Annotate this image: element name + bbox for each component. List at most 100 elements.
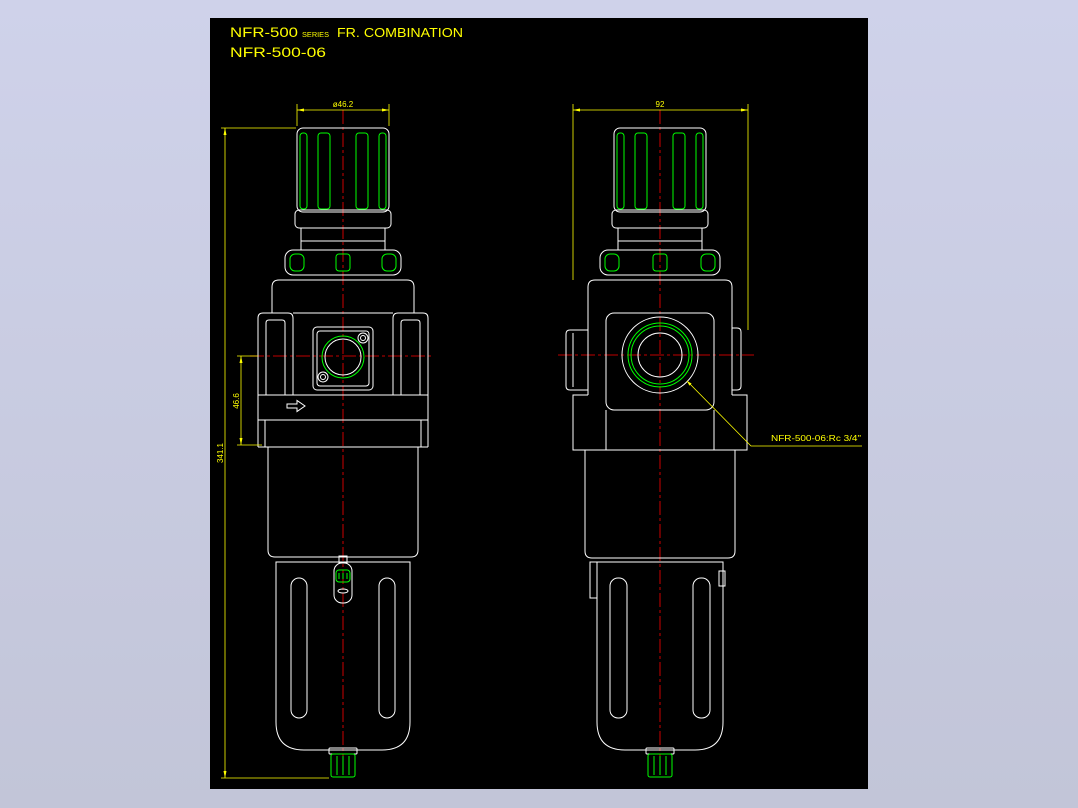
- bowl-guard: [267, 447, 419, 558]
- dimension-line: [572, 104, 749, 330]
- dimension-arrow: [239, 356, 243, 363]
- knob-ridge: [378, 132, 387, 210]
- left-bracket: [257, 312, 294, 395]
- nut-flat: [289, 253, 305, 272]
- gauge-face: [321, 335, 365, 379]
- bowl-lug: [718, 570, 726, 587]
- dimension-knob-diameter: ø46.2: [296, 100, 390, 126]
- front-auto-drain: [328, 747, 358, 778]
- port-thread-label: NFR-500-06:Rc 3/4": [771, 434, 861, 443]
- body-lower: [572, 394, 748, 451]
- flow-direction-arrow: [286, 399, 306, 413]
- port-thread-callout: NFR-500-06:Rc 3/4": [686, 380, 862, 447]
- gauge-housing: [312, 326, 374, 391]
- overall-height-value: 341.1: [216, 442, 225, 463]
- nut-flat: [604, 253, 620, 272]
- leader-line: [686, 380, 862, 447]
- leader-arrow: [687, 381, 692, 386]
- body-band: [257, 394, 429, 447]
- bowl-lug: [589, 561, 598, 599]
- body-width-value: 92: [656, 100, 665, 109]
- bowl-lock-mark: [337, 588, 349, 594]
- dimensions: ø46.2 92 341.1 46.6 NFR-500-06:Rc 3/4": [216, 100, 862, 779]
- filter-bowl: [275, 561, 411, 751]
- pressure-gauge: [312, 326, 374, 391]
- body-lower: [258, 420, 428, 448]
- knob-body: [613, 127, 707, 213]
- front-body: [257, 279, 429, 448]
- front-bonnet-nut: [284, 249, 402, 276]
- nut-flat: [700, 253, 716, 272]
- knob-ridge: [695, 132, 704, 210]
- bowl-window: [609, 577, 628, 719]
- knob-ridge: [355, 132, 369, 210]
- bowl-lock: [333, 562, 353, 604]
- knob-ridge: [317, 132, 331, 210]
- dimension-arrow: [223, 771, 227, 778]
- nut-outline: [599, 249, 721, 276]
- nut-flat: [652, 253, 668, 272]
- dimension-line: [296, 104, 390, 126]
- knob-ridge: [634, 132, 648, 210]
- port-thread-outer: [627, 322, 693, 388]
- gauge-screw: [317, 371, 329, 383]
- port-bore: [637, 332, 683, 378]
- dimension-arrow: [223, 128, 227, 135]
- drawing-canvas[interactable]: NFR-500 SERIES FR. COMBINATION NFR-500-0…: [210, 18, 868, 789]
- port-block: [605, 312, 715, 411]
- side-body: [565, 279, 748, 451]
- part-number-label: NFR-500-06: [230, 44, 326, 60]
- outlet-port-boss: [732, 327, 742, 391]
- dimension-port-height: 46.6: [232, 355, 262, 446]
- side-bowl-assembly: [584, 450, 736, 751]
- body-upper: [587, 279, 733, 395]
- knob-ridge: [616, 132, 625, 210]
- inlet-port-boss: [565, 329, 588, 391]
- side-view: [565, 127, 748, 778]
- port-thread-inner: [630, 325, 690, 385]
- nut-flat: [381, 253, 397, 272]
- knob-body: [296, 127, 390, 213]
- port-block-sides: [605, 410, 715, 450]
- gauge-screw: [357, 332, 369, 344]
- bowl-window: [290, 577, 308, 719]
- drain-body: [647, 753, 673, 778]
- nut-outline: [284, 249, 402, 276]
- threaded-port: [621, 316, 699, 394]
- bowl-lock-button: [335, 569, 351, 583]
- body-upper: [271, 279, 415, 313]
- bowl-window: [378, 577, 396, 719]
- gauge-bezel: [316, 330, 370, 387]
- bowl-window: [692, 577, 711, 719]
- dimension-arrow: [239, 438, 243, 445]
- bowl-lock-grip: [338, 573, 348, 579]
- front-view: [257, 127, 429, 778]
- side-bonnet-nut: [599, 249, 721, 276]
- gauge-dial: [324, 338, 362, 376]
- filter-bowl: [596, 561, 724, 751]
- side-auto-drain: [645, 747, 675, 778]
- dimension-line: [221, 127, 329, 779]
- description-label: FR. COMBINATION: [337, 25, 463, 40]
- dimension-body-width: 92: [572, 100, 749, 330]
- drain-grip: [653, 756, 667, 775]
- left-bracket-inner: [265, 319, 286, 395]
- series-label: SERIES: [302, 32, 329, 39]
- port-height-value: 46.6: [232, 393, 241, 409]
- knob-diameter-value: ø46.2: [333, 100, 354, 109]
- gauge-screw-head: [360, 335, 366, 341]
- nut-flat: [335, 253, 351, 272]
- dimension-line: [237, 355, 262, 446]
- center-lines: [250, 110, 754, 772]
- dimension-arrow: [382, 108, 389, 112]
- knob-ridge: [672, 132, 686, 210]
- front-bowl-assembly: [267, 447, 419, 751]
- dimension-arrow: [297, 108, 304, 112]
- port-boss-circle: [621, 316, 699, 394]
- dimension-arrow: [573, 108, 580, 112]
- bowl-guard: [584, 450, 736, 559]
- gauge-screw-head: [320, 374, 326, 380]
- dimension-overall-height: 341.1: [216, 127, 329, 779]
- drain-grip: [336, 756, 350, 775]
- right-bracket: [392, 312, 429, 395]
